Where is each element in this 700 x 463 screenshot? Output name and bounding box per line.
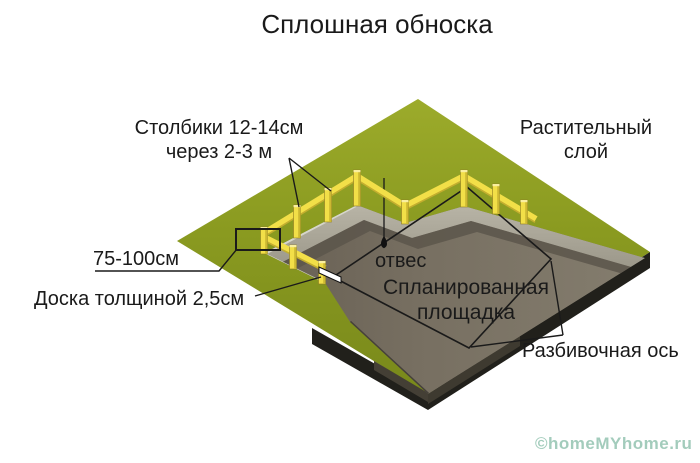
leader-axis (470, 260, 564, 348)
post-height-box (235, 228, 281, 251)
label-plumb: отвес (375, 250, 427, 272)
fence-post (293, 205, 301, 208)
batter-board-fence (260, 169, 538, 285)
leader-posts (288, 157, 332, 208)
fence-post (294, 247, 297, 269)
fence-post (318, 261, 326, 264)
fence-post (406, 202, 409, 224)
label-layout-axis: Разбивочная ось (522, 340, 679, 362)
label-posts-spacing: Столбики 12-14см через 2-3 м (134, 117, 304, 163)
excavation-slope (264, 205, 645, 298)
label-post-height: 75-100см (93, 248, 180, 270)
platform-section-step (428, 336, 520, 404)
fence-post (525, 202, 528, 224)
fence-post (520, 200, 528, 203)
layout-axis-lines (331, 185, 553, 349)
fence-post (358, 172, 361, 206)
fence-post (465, 172, 468, 207)
plumb-bob-icon (380, 236, 388, 249)
diagram-title: Сплошная обноска (261, 9, 493, 39)
fence-post (497, 186, 500, 214)
leader-post-height (95, 248, 238, 272)
fence-post (353, 170, 361, 173)
strip-section-step (374, 361, 428, 402)
label-leveled-platform: Спланированная площадка (382, 276, 549, 325)
watermark: ©homeMYhome.ru (535, 434, 693, 453)
fence-post (298, 207, 301, 238)
board-marker (318, 266, 342, 284)
leader-board (254, 276, 322, 297)
fence-post (289, 245, 297, 248)
fence-post (265, 229, 268, 254)
label-vegetation-layer: Растительный слой (519, 117, 653, 163)
fence-post (401, 200, 409, 203)
excavation-sw-edge (348, 320, 430, 394)
fence-post (329, 190, 332, 222)
label-board-thickness: Доска толщиной 2,5см (34, 288, 245, 310)
fence-post (460, 170, 468, 173)
fence-post (492, 184, 500, 187)
